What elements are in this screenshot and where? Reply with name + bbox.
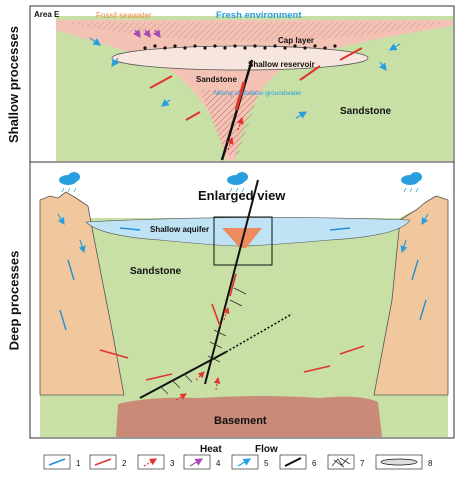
svg-text:8: 8: [428, 459, 433, 468]
shallow-reservoir-label: Shallow reservoir: [248, 60, 315, 69]
red-segments-top: [149, 47, 363, 121]
main-fault: [204, 179, 259, 385]
svg-text:6: 6: [312, 459, 317, 468]
svg-text:4: 4: [216, 459, 221, 468]
basement-body: [116, 396, 382, 437]
cloud-icon-right: [401, 172, 422, 185]
cap-layer-dots: [143, 44, 337, 50]
red-line-icon: [94, 458, 112, 466]
red-dashed-arrow-icon: [143, 458, 158, 467]
legend-item-2: 2: [89, 454, 127, 470]
cloud-icon-center: [227, 172, 248, 185]
deep-processes-label: Deep processes: [6, 250, 22, 350]
legend-item-5: 5: [231, 454, 269, 470]
legend-item-6: 6: [279, 454, 317, 470]
shallow-aquifer-label: Shallow aquifer: [150, 225, 209, 234]
purple-arrows-top: [133, 29, 161, 39]
rain-drops: [61, 187, 419, 193]
rain-clouds: [59, 172, 422, 185]
blue-arrow-icon: [237, 458, 252, 467]
svg-text:7: 7: [360, 459, 365, 468]
fracture-zone-icon: [331, 457, 351, 468]
legend-item-4: 4: [183, 454, 221, 470]
blue-line-icon: [48, 458, 66, 466]
fracture-hatch-top: [200, 90, 260, 155]
red-arrows-bottom: [175, 306, 230, 401]
sandstone-label-top-right: Sandstone: [340, 106, 392, 117]
legend-item-7: 7: [327, 454, 365, 470]
basin-sandstone: [40, 202, 448, 437]
legend-item-1: 1: [43, 454, 81, 470]
svg-text:2: 2: [122, 459, 127, 468]
shallow-reservoir: [111, 45, 369, 71]
legend-heat-label: Heat: [200, 444, 222, 455]
secondary-fault: [139, 351, 227, 399]
enlarged-view-label: Enlarged view: [198, 188, 286, 203]
area-label: Area E: [34, 10, 60, 19]
svg-text:3: 3: [170, 459, 175, 468]
sandstone-label-bottom: Sandstone: [130, 266, 182, 277]
blue-arrows-bottom: [57, 213, 429, 254]
black-fault-line-icon: [284, 457, 302, 467]
fracture-zone-bottom: [159, 287, 247, 395]
mixing-label: Mixing of shallow groundwater: [214, 90, 302, 97]
svg-text:5: 5: [264, 459, 269, 468]
basement-label: Basement: [214, 415, 267, 427]
legend-item-3: 3: [137, 454, 175, 470]
cap-layer-trace: [225, 313, 293, 353]
enlarged-view-box: [213, 216, 273, 266]
svg-text:1: 1: [76, 459, 81, 468]
red-flow-lines: [99, 273, 365, 381]
sandstone-label-top-left: Sandstone: [196, 75, 237, 84]
fresh-environment-label: Fresh environment: [216, 10, 302, 21]
blue-arrows-top: [89, 37, 401, 119]
shallow-processes-label: Shallow processes: [6, 25, 22, 143]
cloud-icon-left: [59, 172, 80, 185]
legend-item-8: 8: [375, 454, 433, 470]
cap-layer-label: Cap layer: [278, 36, 314, 45]
fossil-seawater-label: Fossil seawater: [96, 11, 152, 20]
purple-arrow-icon: [189, 458, 204, 467]
left-mountain: [39, 191, 125, 396]
legend-flow-label: Flow: [255, 444, 278, 455]
blue-flow-lines: [59, 227, 427, 331]
cap-layer-ellipse-icon: [380, 458, 418, 466]
